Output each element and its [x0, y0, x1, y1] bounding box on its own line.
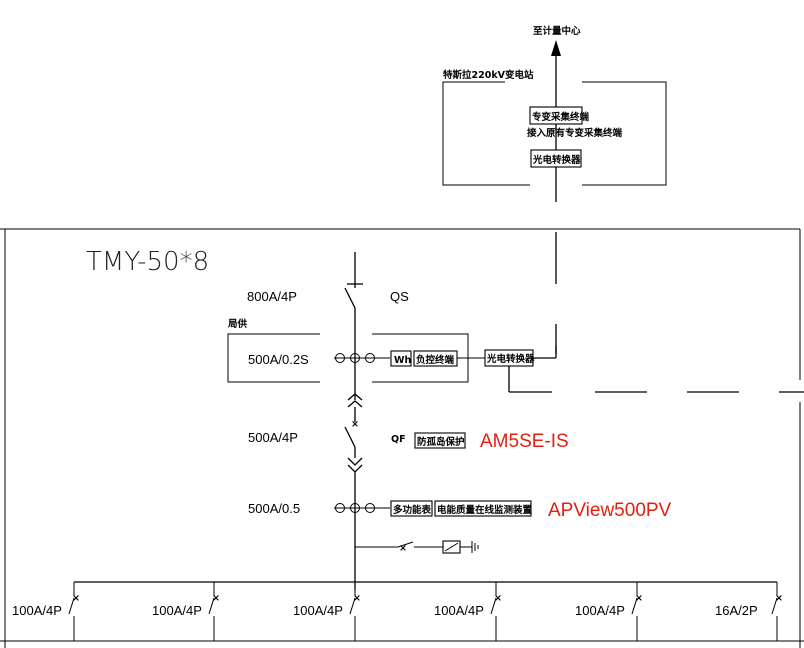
ct-symbol-upper — [334, 353, 390, 363]
feeder-rating: 100A/4P — [152, 603, 202, 618]
metering-center-label: 至计量中心 — [533, 25, 581, 37]
multi-meter-box — [390, 500, 433, 517]
anti-islanding-label: 防孤岛保护 — [417, 436, 465, 448]
arrester-switch-blade — [397, 541, 414, 548]
converter-top-label: 光电转换器 — [532, 154, 581, 166]
ct-symbol-lower — [334, 503, 390, 513]
feeder-breaker-blade — [349, 597, 356, 615]
bureau-supply-label: 局供 — [228, 318, 248, 330]
qs-label: QS — [390, 289, 409, 304]
substation-box-left — [442, 81, 530, 186]
qf-x-mark: × — [351, 419, 359, 430]
bureau-bracket-left — [227, 333, 320, 383]
qf-switch-blade — [344, 426, 356, 448]
dedicated-terminal-label: 专变采集终端 — [532, 111, 590, 123]
feeder-group: × 100A/4P × 100A/4P × 100A/4P × 100A/4P × 100A/4P… — [12, 582, 783, 641]
anti-islanding-model: AM5SE-IS — [480, 431, 569, 452]
svg-text:×: × — [399, 543, 407, 554]
pq-monitor-label: 电能质量在线监测装置 — [437, 504, 533, 516]
converter-mid-label: 光电转换器 — [486, 353, 535, 365]
anti-islanding-box — [414, 432, 466, 449]
arrow-up-icon — [551, 40, 561, 56]
meter-ct-rating: 500A/0.2S — [248, 352, 309, 367]
pq-monitor-box — [434, 500, 532, 517]
drawout-lower-2 — [347, 464, 363, 473]
load-control-label: 负控终端 — [416, 354, 455, 366]
feeder-rating: 100A/4P — [575, 603, 625, 618]
drawout-upper-2 — [347, 400, 363, 408]
pq-monitor-model: APView500PV — [548, 500, 672, 521]
converter-mid-box — [484, 349, 534, 367]
feeder-breaker-blade — [68, 597, 75, 615]
drawout-upper-1 — [347, 393, 363, 401]
busbar-label: TMY-50*8 — [86, 247, 209, 277]
wh-label: Wh — [394, 355, 411, 366]
feeder-x-mark: × — [635, 593, 643, 604]
access-note: 接入原有专变采集终端 — [527, 127, 623, 139]
feeder-rating: 100A/4P — [293, 603, 343, 618]
feeder-x-mark: × — [494, 593, 502, 604]
multi-meter-label: 多功能表 — [393, 504, 432, 516]
feeder-breaker-blade — [771, 597, 778, 615]
feeder-rating: 100A/4P — [12, 603, 62, 618]
feeder-breaker-blade — [208, 597, 215, 615]
qf-rating: 500A/4P — [248, 430, 298, 445]
feeder-x-mark: × — [353, 593, 361, 604]
drawout-lower-1 — [347, 457, 363, 466]
feeder-breaker-blade — [490, 597, 497, 615]
feeder-rating: 100A/4P — [434, 603, 484, 618]
substation-label: 特斯拉220kV变电站 — [443, 69, 534, 81]
feeder-x-mark: × — [72, 593, 80, 604]
feeder-rating: 16A/2P — [715, 603, 758, 618]
feeder-x-mark: × — [212, 593, 220, 604]
feeder-x-mark: × — [775, 593, 783, 604]
qs-rating: 800A/4P — [247, 289, 297, 304]
qf-label: QF — [391, 434, 406, 445]
pq-ct-rating: 500A/0.5 — [248, 501, 300, 516]
feeder-breaker-blade — [631, 597, 638, 615]
wh-meter-box — [390, 350, 412, 367]
qs-switch-blade — [344, 287, 356, 309]
substation-box-right — [582, 81, 667, 186]
